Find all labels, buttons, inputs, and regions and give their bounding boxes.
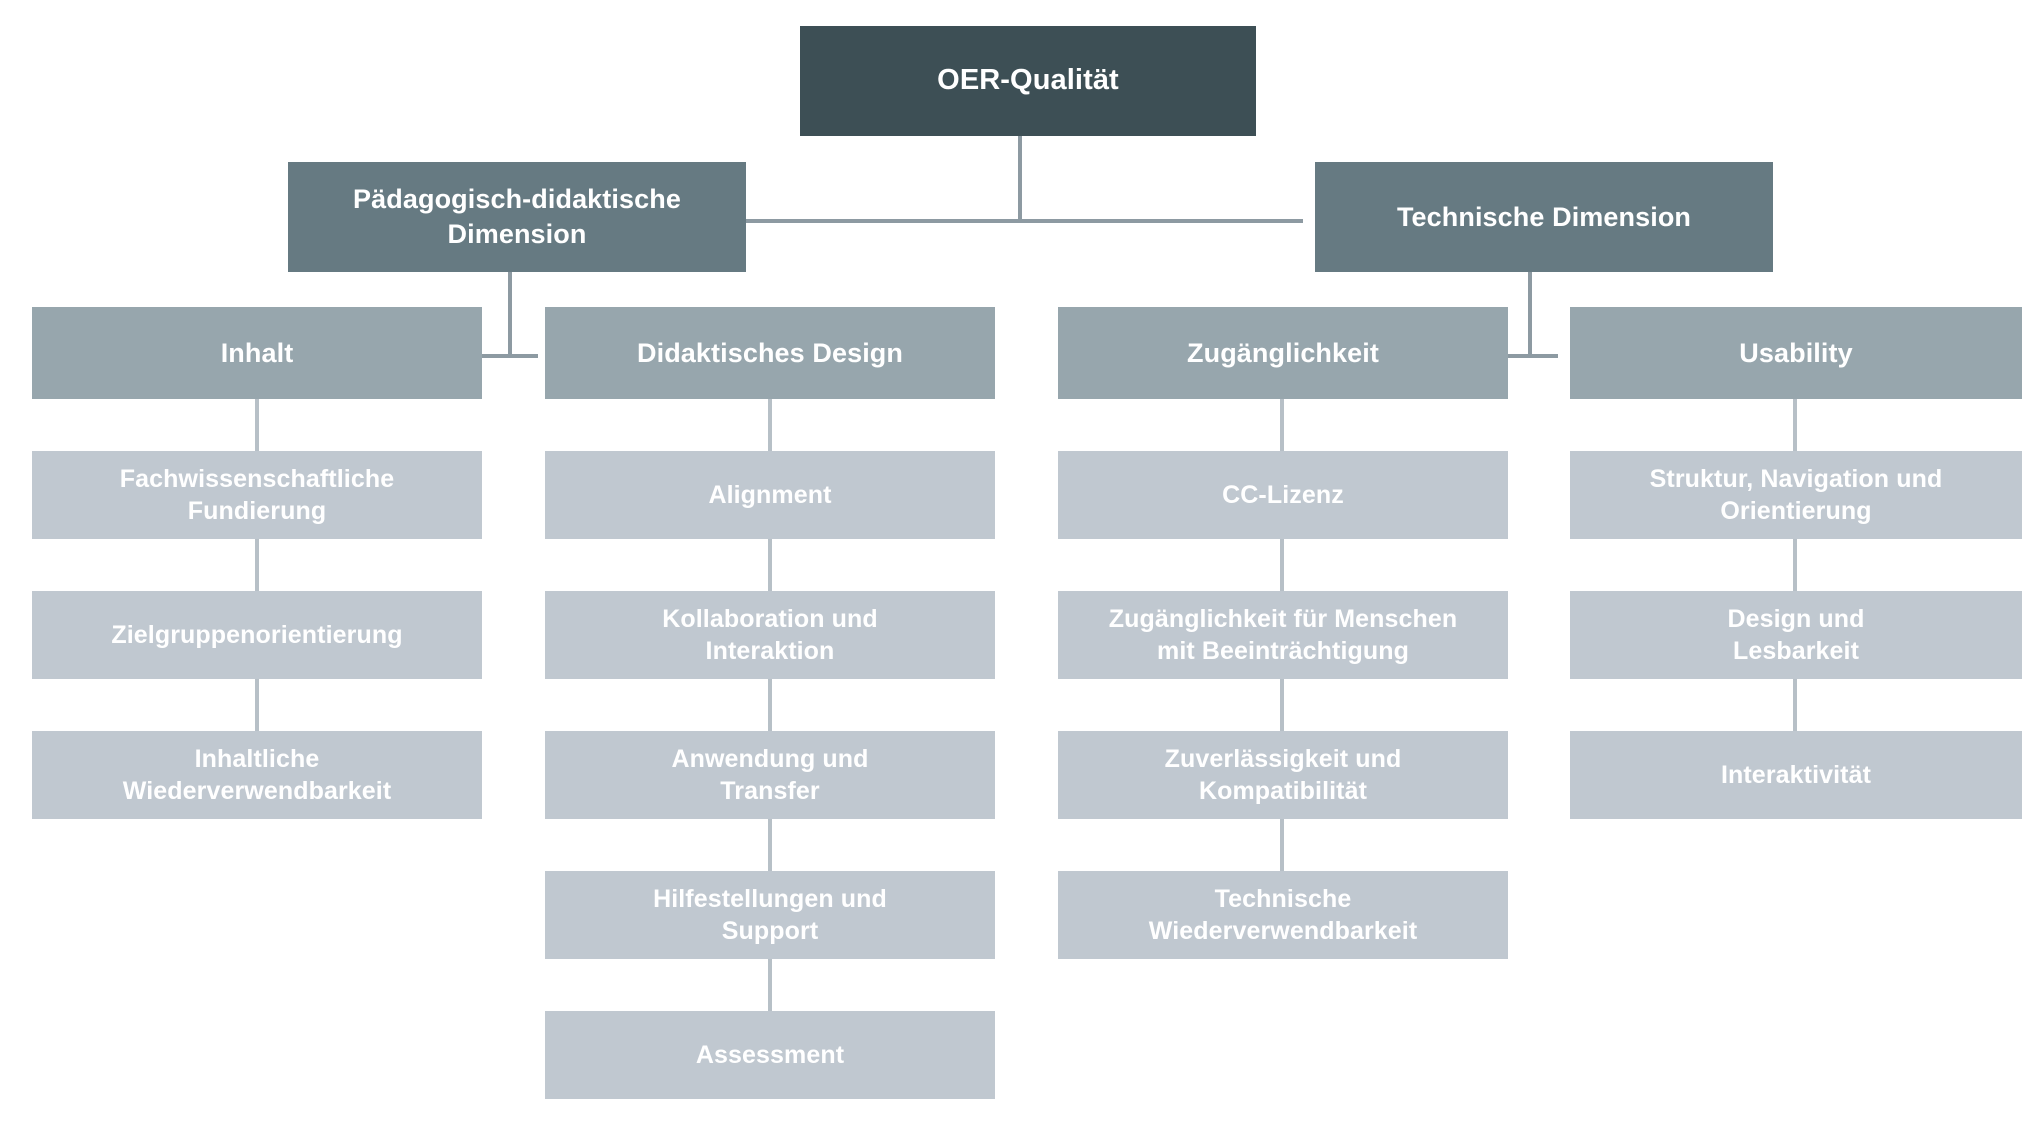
connector-tech-spine <box>1502 354 1558 358</box>
connector-usability-3 <box>1793 679 1797 731</box>
node-criterion-zuverlaessigkeit-und-kompatibilitaet[interactable]: Zuverlässigkeit und Kompatibilität <box>1058 731 1508 819</box>
node-technische-dimension[interactable]: Technische Dimension <box>1315 162 1773 272</box>
connector-inhalt-1 <box>255 399 259 451</box>
node-criterion-kollaboration-und-interaktion[interactable]: Kollaboration und Interaktion <box>545 591 995 679</box>
connector-didaktik-4 <box>768 819 772 871</box>
connector-usability-1 <box>1793 399 1797 451</box>
connector-inhalt-3 <box>255 679 259 731</box>
connector-root-vertical <box>1018 136 1022 221</box>
connector-paed-spine <box>482 354 538 358</box>
node-criterion-assessment[interactable]: Assessment <box>545 1011 995 1099</box>
node-category-inhalt[interactable]: Inhalt <box>32 307 482 399</box>
node-category-didaktisches-design[interactable]: Didaktisches Design <box>545 307 995 399</box>
node-criterion-zielgruppenorientierung[interactable]: Zielgruppenorientierung <box>32 591 482 679</box>
connector-zugang-2 <box>1280 539 1284 591</box>
node-oer-qualitaet[interactable]: OER-Qualität <box>800 26 1256 136</box>
connector-usability-2 <box>1793 539 1797 591</box>
node-criterion-fachwissenschaftliche-fundierung[interactable]: Fachwissenschaftliche Fundierung <box>32 451 482 539</box>
connector-didaktik-2 <box>768 539 772 591</box>
node-criterion-zugaenglichkeit-fuer-menschen-mit-beeintraechtigung[interactable]: Zugänglichkeit für Menschen mit Beeinträ… <box>1058 591 1508 679</box>
node-criterion-technische-wiederverwendbarkeit[interactable]: Technische Wiederverwendbarkeit <box>1058 871 1508 959</box>
connector-inhalt-2 <box>255 539 259 591</box>
node-criterion-hilfestellungen-und-support[interactable]: Hilfestellungen und Support <box>545 871 995 959</box>
connector-zugang-3 <box>1280 679 1284 731</box>
connector-paed-vertical <box>508 270 512 358</box>
node-category-usability[interactable]: Usability <box>1570 307 2022 399</box>
connector-zugang-1 <box>1280 399 1284 451</box>
connector-dimension-spine <box>737 219 1303 223</box>
node-paedagogisch-didaktische-dimension[interactable]: Pädagogisch-didaktische Dimension <box>288 162 746 272</box>
node-category-zugaenglichkeit[interactable]: Zugänglichkeit <box>1058 307 1508 399</box>
node-criterion-cc-lizenz[interactable]: CC-Lizenz <box>1058 451 1508 539</box>
connector-didaktik-3 <box>768 679 772 731</box>
connector-didaktik-5 <box>768 959 772 1011</box>
connector-zugang-4 <box>1280 819 1284 871</box>
connector-didaktik-1 <box>768 399 772 451</box>
node-criterion-interaktivitaet[interactable]: Interaktivität <box>1570 731 2022 819</box>
node-criterion-alignment[interactable]: Alignment <box>545 451 995 539</box>
node-criterion-struktur-navigation-und-orientierung[interactable]: Struktur, Navigation und Orientierung <box>1570 451 2022 539</box>
node-criterion-design-und-lesbarkeit[interactable]: Design und Lesbarkeit <box>1570 591 2022 679</box>
node-criterion-anwendung-und-transfer[interactable]: Anwendung und Transfer <box>545 731 995 819</box>
node-criterion-inhaltliche-wiederverwendbarkeit[interactable]: Inhaltliche Wiederverwendbarkeit <box>32 731 482 819</box>
connector-tech-vertical <box>1528 270 1532 358</box>
